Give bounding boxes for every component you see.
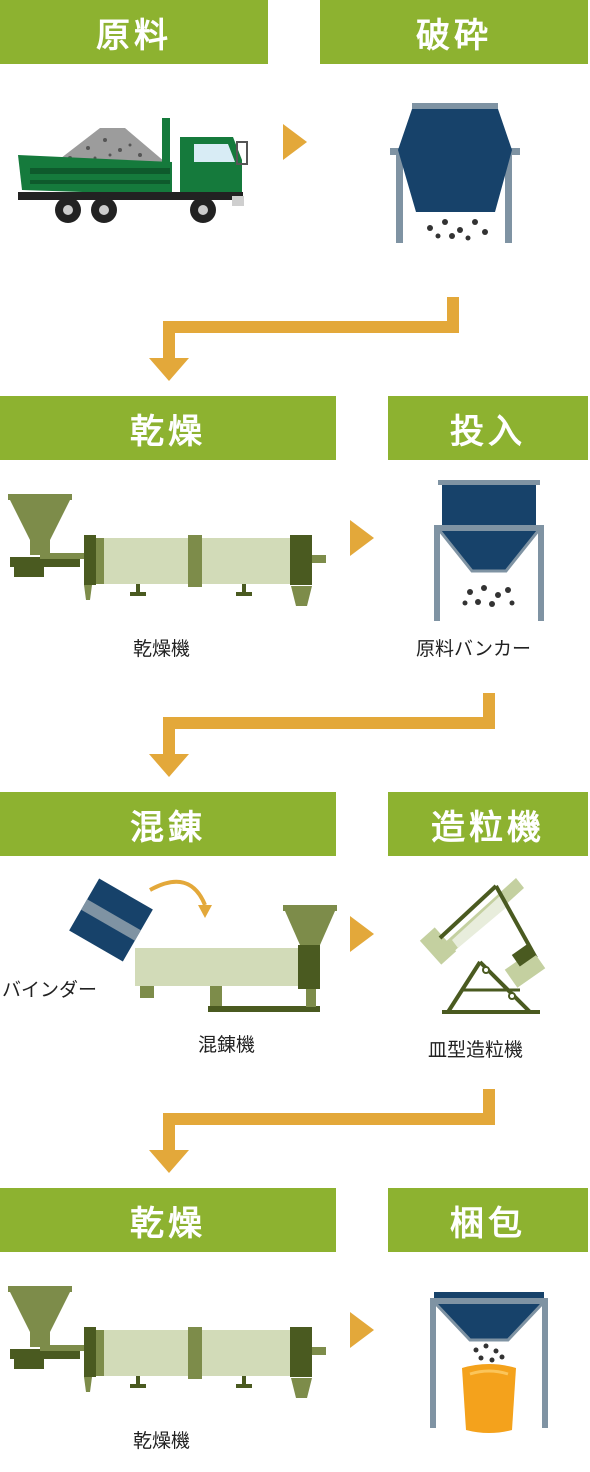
kneader-icon <box>69 878 337 1012</box>
step-drying-1: 乾燥 <box>0 396 336 460</box>
rotary-dryer-icon <box>8 1286 326 1398</box>
caption-pan-granulator: 皿型造粒機 <box>428 1039 524 1061</box>
flow-arrow-icon <box>149 693 495 777</box>
step-kneading: 混錬 <box>0 792 336 856</box>
step-raw-material: 原料 <box>0 0 268 64</box>
caption-dryer-1: 乾燥機 <box>133 638 191 660</box>
crusher-icon <box>390 103 520 243</box>
step-packing: 梱包 <box>388 1188 588 1252</box>
flow-arrow-icon <box>149 297 459 381</box>
pan-granulator-icon <box>419 878 546 1014</box>
hopper-icon <box>434 480 544 621</box>
step-granulator: 造粒機 <box>388 792 588 856</box>
caption-dryer-2: 乾燥機 <box>133 1430 191 1452</box>
step-crushing: 破砕 <box>320 0 588 64</box>
arrow-right-icon <box>350 520 374 556</box>
caption-hopper: 原料バンカー <box>416 638 531 660</box>
step-drying-2: 乾燥 <box>0 1188 336 1252</box>
flow-arrow-icon <box>149 1089 495 1173</box>
step-feeding: 投入 <box>388 396 588 460</box>
arrow-right-icon <box>350 1312 374 1348</box>
arrow-right-icon <box>350 916 374 952</box>
bagging-icon <box>430 1292 548 1433</box>
dump-truck-icon <box>18 118 248 223</box>
rotary-dryer-icon <box>8 494 326 606</box>
caption-kneader: 混錬機 <box>198 1034 256 1056</box>
arrow-right-icon <box>283 124 307 160</box>
caption-binder: バインダー <box>2 979 98 1001</box>
